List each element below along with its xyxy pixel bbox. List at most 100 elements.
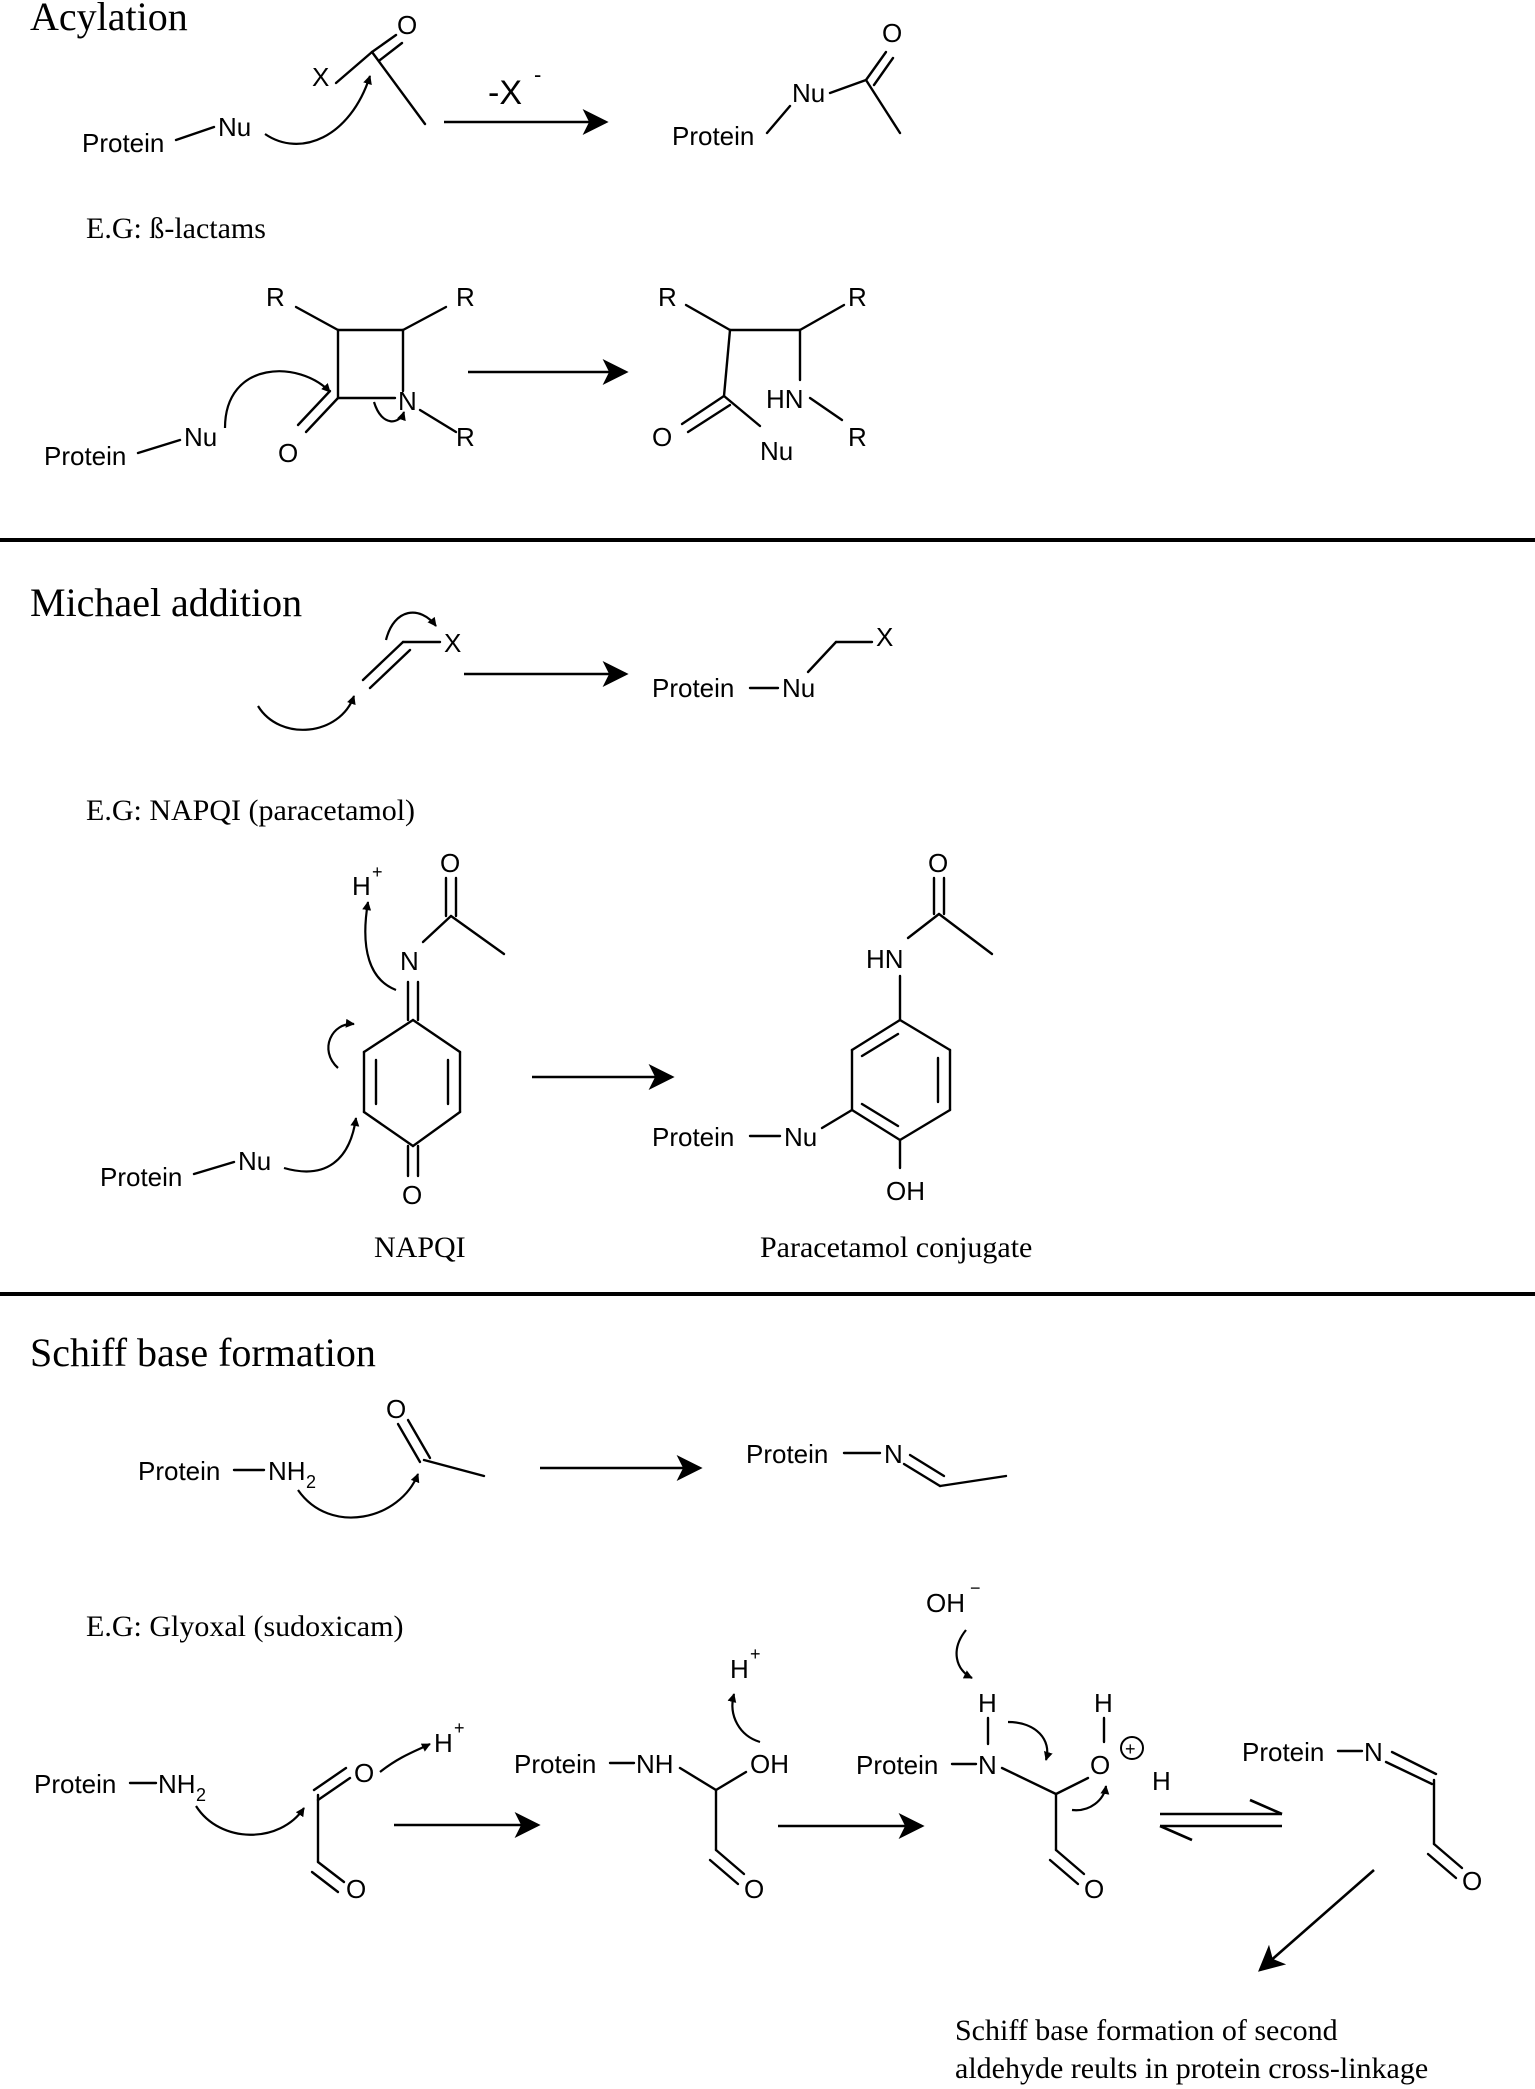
hydroxyl-label: OH (750, 1749, 789, 1779)
napqi-structure: H + O N O Protein Nu (100, 848, 506, 1264)
carbonyl-bond (708, 1858, 740, 1886)
bond (808, 396, 844, 422)
ring-bond (898, 1108, 952, 1142)
michael-product: Protein Nu X (652, 622, 893, 703)
acyl-product: Protein Nu O (672, 18, 902, 151)
curly-arrow (223, 370, 331, 429)
oxygen-label: O (397, 10, 417, 40)
ewg-label: X (444, 628, 461, 658)
bond (714, 1770, 748, 1792)
imine-nitrogen-label: N (1364, 1737, 1383, 1767)
oxygen-label: O (1084, 1874, 1104, 1904)
nucleophile-label: Nu (782, 673, 815, 703)
carbonyl-bond (872, 56, 895, 87)
leaving-group-charge: - (534, 62, 541, 87)
protein-label: Protein (746, 1439, 828, 1469)
ring-bond (362, 1018, 415, 1054)
michael-example: E.G: NAPQI (paracetamol) (86, 794, 415, 827)
proton-label: H (730, 1654, 749, 1684)
carbonyl-bond (686, 403, 732, 434)
carbonyl-bond (316, 1860, 346, 1884)
ring-bond (860, 1032, 900, 1058)
ring-bond (362, 1110, 415, 1148)
nucleophile-label: Nu (784, 1122, 817, 1152)
oxonium-label: O (1090, 1750, 1110, 1780)
curly-arrow (195, 1805, 305, 1836)
bond (937, 912, 994, 956)
oxygen-label: O (928, 848, 948, 878)
r-group-label: R (848, 422, 867, 452)
carbonyl-bond (396, 1422, 422, 1464)
carbonyl-bond (304, 396, 340, 434)
subscript-label: 2 (306, 1472, 316, 1492)
imine-bond (908, 1453, 946, 1478)
charge-label: + (750, 1644, 761, 1664)
r-group-label: R (456, 422, 475, 452)
bond (174, 125, 216, 142)
protein-label: Protein (1242, 1737, 1324, 1767)
acylation-title: Acylation (30, 0, 188, 39)
curly-arrow (372, 401, 406, 423)
equilibrium-forward-barb (1249, 1798, 1283, 1816)
protein-label: Protein (652, 1122, 734, 1152)
hydroxide-label: OH (926, 1588, 965, 1618)
ring-bond (898, 1018, 952, 1052)
glyoxal-reactants: Protein NH 2 O O H + (34, 1718, 465, 1904)
nucleophile-label: Nu (760, 436, 793, 466)
alkene-bond (361, 640, 405, 682)
section-schiff-base: Schiff base formation Protein NH 2 O Pro… (30, 1330, 1482, 2085)
ring-bond (411, 1110, 462, 1148)
protein-label: Protein (514, 1749, 596, 1779)
cross-linkage-arrow (1258, 1869, 1375, 1972)
amide-label: HN (866, 944, 904, 974)
bond (820, 1108, 854, 1130)
imine-nitrogen-label: N (400, 946, 419, 976)
bond (422, 1458, 486, 1478)
oxygen-label: O (652, 422, 672, 452)
curly-arrow (297, 1473, 420, 1519)
r-group-label: R (848, 282, 867, 312)
bond (418, 408, 458, 434)
nucleophile-label: Nu (184, 422, 217, 452)
protein-label: Protein (138, 1456, 220, 1486)
imine-bond (902, 1462, 942, 1488)
carbonyl-bond (1432, 1842, 1464, 1870)
nucleophile-label: Nu (218, 112, 251, 142)
proton-label: H (434, 1728, 453, 1758)
h-label: H (1152, 1766, 1171, 1796)
carbonyl-bond (310, 1870, 340, 1894)
subscript-label: 2 (196, 1785, 206, 1805)
carbonyl-bond (370, 33, 398, 54)
carbonyl-bond (1048, 1858, 1080, 1886)
beta-lactam-reactant: Protein Nu N R R R O (44, 282, 475, 471)
protein-label: Protein (82, 128, 164, 158)
ring-bond (850, 1018, 902, 1052)
schiff-reactants: Protein NH 2 O (138, 1394, 486, 1519)
curly-arrow (955, 1629, 973, 1679)
carbonyl-bond (1426, 1852, 1458, 1880)
oxygen-label: O (278, 438, 298, 468)
cross-linkage-note-line1: Schiff base formation of second (955, 2014, 1338, 2047)
bond (684, 303, 732, 332)
protein-label: Protein (672, 121, 754, 151)
bond (864, 78, 902, 135)
amine-label: NH (268, 1456, 306, 1486)
bond (294, 305, 340, 332)
napqi-caption: NAPQI (374, 1231, 466, 1264)
section-michael-addition: Michael addition X Protein Nu X E.G: NAP… (30, 580, 1032, 1264)
curly-arrow (283, 1117, 360, 1173)
charge-label: + (1125, 1739, 1136, 1759)
bond (421, 914, 453, 944)
equilibrium-reverse-barb (1159, 1824, 1193, 1842)
carbonyl-bond (680, 394, 726, 426)
carbonyl-bond (406, 1418, 432, 1460)
paracetamol-conjugate-structure: O HN OH Protein Nu Paracetamol conjugate (652, 848, 1032, 1264)
schiff-title: Schiff base formation (30, 1330, 376, 1375)
oxygen-label: O (882, 18, 902, 48)
protein-label: Protein (34, 1769, 116, 1799)
carbinolamine-intermediate: Protein NH OH O H + (514, 1644, 789, 1904)
leaving-group-label: X (312, 62, 329, 92)
curly-arrow (727, 1693, 761, 1744)
curly-arrow (384, 611, 437, 641)
